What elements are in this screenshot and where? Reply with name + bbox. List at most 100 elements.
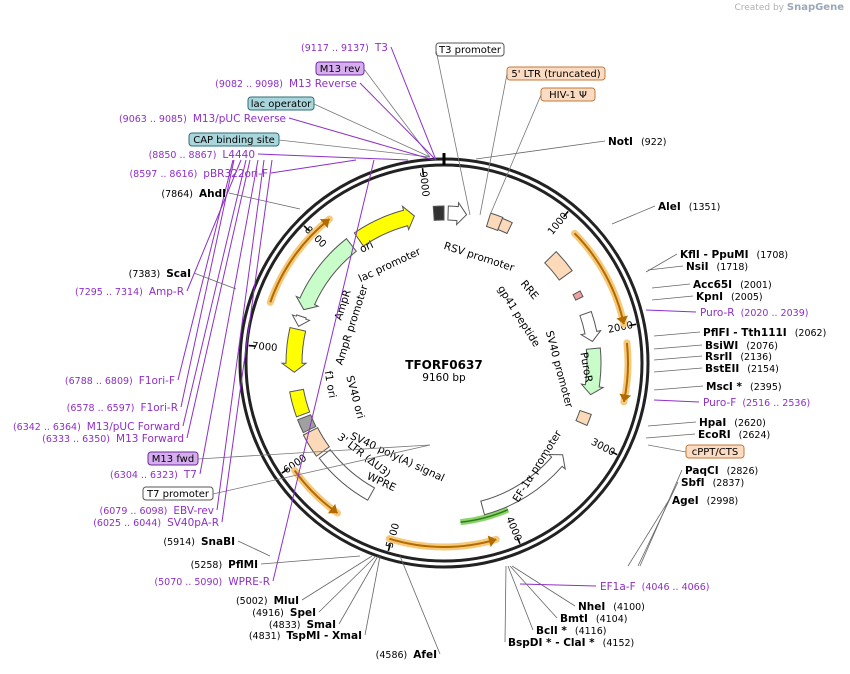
site-label-left: (5258) PflMI <box>191 559 258 571</box>
site-leader <box>647 421 697 427</box>
ruler-label: 7000 <box>252 341 278 354</box>
site-leader <box>260 555 361 565</box>
feature-band <box>571 229 628 328</box>
ef1a-band-line <box>460 508 509 523</box>
site-leader <box>338 555 379 625</box>
primer-label: Puro-R(2020 .. 2039) <box>700 307 808 319</box>
site-name: KflI - PpuMI <box>680 249 749 261</box>
site-leader <box>504 565 507 643</box>
site-label-right: AgeI(2998) <box>672 495 738 507</box>
inner-label: SV40 promoter <box>543 329 575 409</box>
feature-box <box>247 96 315 111</box>
site-label-right: AleI(1351) <box>658 201 720 213</box>
inner-label: f1 ori <box>322 370 339 399</box>
site-leader <box>651 295 694 301</box>
feature-box-label: M13 fwd <box>152 454 194 465</box>
primer-label: (6342 .. 6364)M13/pUC Forward <box>13 421 180 433</box>
feature-box-label: cPPT/CTS <box>692 447 738 458</box>
primer-name: Puro-F <box>703 397 736 409</box>
primer-label: (9117 .. 9137)T3 <box>301 42 388 54</box>
feature-band-line <box>269 218 331 303</box>
feature-box-leader <box>647 444 687 453</box>
site-position: (5914) <box>163 537 195 548</box>
site-label-left: (5914)SnaBI <box>163 536 235 548</box>
site-leader <box>237 540 271 557</box>
site-position: (5258) <box>191 560 223 571</box>
site-position: (4116) <box>575 626 607 637</box>
site-position: (4152) <box>603 638 635 649</box>
primer-name: Puro-R <box>700 307 735 319</box>
primer-leader <box>182 159 247 427</box>
site-name: AleI <box>658 201 681 213</box>
primer-range: (5070 .. 5090) <box>154 577 222 588</box>
site-position: (4833) <box>269 620 301 631</box>
site-position: (922) <box>641 137 667 148</box>
primer-range: (6025 .. 6044) <box>93 518 161 529</box>
site-name: BclI * <box>536 625 567 637</box>
ef1a-promoter-arrow <box>480 453 566 516</box>
primer-name: T3 <box>374 42 388 54</box>
site-position: (5002) <box>236 596 268 607</box>
site-name: PflMI <box>228 559 258 571</box>
site-label-right: EcoRI(2624) <box>698 429 770 441</box>
primer-label: EF1a-F(4046 .. 4066) <box>600 581 709 593</box>
sv40-polya-box <box>297 414 317 434</box>
primer-label: Puro-F(2516 .. 2536) <box>703 397 810 409</box>
ampr-promoter-arrow <box>291 314 311 328</box>
primer-label: (6333 .. 6350)M13 Forward <box>42 433 184 445</box>
ampr-arrow <box>295 237 358 311</box>
primer-leader <box>180 159 235 408</box>
ruler-tick <box>281 468 289 474</box>
ltr3-box <box>302 427 331 457</box>
site-name: NheI <box>578 601 605 613</box>
site-leader <box>364 555 381 636</box>
primer-leader <box>270 159 357 174</box>
site-label-right: SbfI(2837) <box>681 477 744 489</box>
ruler-tick <box>563 210 569 218</box>
feature-box <box>147 451 199 466</box>
primer-name: T7 <box>183 469 197 481</box>
primer-name: Amp-R <box>149 286 184 298</box>
site-name: AgeI <box>672 495 699 507</box>
site-leader <box>301 555 373 601</box>
site-leader <box>637 481 679 567</box>
site-leader <box>647 265 684 271</box>
site-position: (4100) <box>613 602 645 613</box>
primer-name: EBV-rev <box>173 505 214 517</box>
site-leader <box>645 433 696 439</box>
feature-box-leader <box>479 73 508 216</box>
site-leader <box>653 331 701 337</box>
site-labels: (9117 .. 9137)T3(9082 .. 9098)M13 Revers… <box>13 42 826 661</box>
site-leader <box>627 499 670 567</box>
site-position: (4916) <box>252 608 284 619</box>
plasmid-name: TFORF0637 <box>405 358 482 372</box>
site-name: SbfI <box>681 477 705 489</box>
site-name: ScaI <box>166 268 191 280</box>
wpre-box <box>318 449 376 501</box>
site-label-right: PaqCI(2826) <box>685 465 758 477</box>
primer-range: (4046 .. 4066) <box>642 582 710 593</box>
site-name: BspDI * - ClaI * <box>508 637 595 649</box>
site-position: (2136) <box>740 352 772 363</box>
site-name: BstEII <box>705 363 739 375</box>
feature-box-leader <box>435 49 471 216</box>
inner-label: PuroR <box>577 351 594 383</box>
site-leader <box>399 555 441 655</box>
puror-arrow <box>580 347 605 396</box>
primer-name: M13 Reverse <box>289 78 357 90</box>
ltr-box <box>485 212 504 232</box>
site-leader <box>228 192 301 210</box>
gp41-box <box>572 290 584 301</box>
primer-label: (9063 .. 9085)M13/pUC Reverse <box>119 113 286 125</box>
feature-band-line <box>573 232 625 325</box>
inner-label: RSV promoter <box>442 240 516 274</box>
site-name: HpaI <box>699 417 726 429</box>
primer-range: (6333 .. 6350) <box>42 434 110 445</box>
site-leader <box>509 565 558 619</box>
plasmid-backbone <box>238 153 650 569</box>
inner-label: ori <box>358 239 375 256</box>
credit-prefix: Created by <box>734 3 784 13</box>
feature-band-line <box>389 537 497 548</box>
plasmid-length: 9160 bp <box>422 372 466 384</box>
site-position: (2826) <box>727 466 759 477</box>
